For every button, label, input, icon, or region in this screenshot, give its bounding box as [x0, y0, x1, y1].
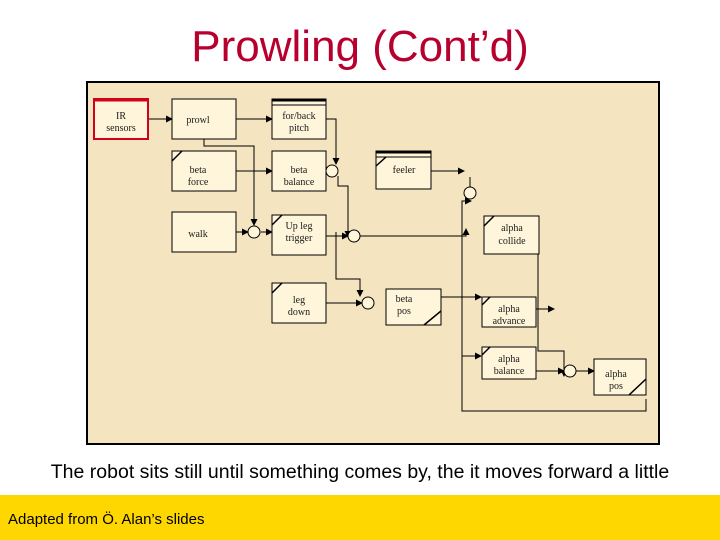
- node-label: down: [288, 307, 310, 318]
- slide-caption: The robot sits still until something com…: [50, 461, 670, 483]
- node-beta-pos: beta pos: [385, 288, 442, 326]
- node-label: sensors: [106, 123, 136, 134]
- node-alpha-balance: alpha balance: [481, 346, 537, 380]
- node-beta-force: beta force: [171, 150, 237, 192]
- suppressor-node: [361, 296, 375, 310]
- node-up-leg-trigger: Up leg trigger: [271, 214, 327, 256]
- footer-bar: Adapted from Ö. Alan’s slides: [0, 495, 720, 540]
- suppressor-node: [563, 364, 577, 378]
- diagram-panel: IR sensors prowl for/back pitch beta for…: [86, 81, 660, 445]
- node-label: balance: [494, 366, 525, 377]
- wire-alpha-pos-feedback: [461, 352, 647, 412]
- footer-credit: Adapted from Ö. Alan’s slides: [8, 511, 205, 528]
- suppressor-node: [325, 164, 339, 178]
- node-label: pos: [397, 306, 411, 317]
- suppressor-node: [463, 186, 477, 200]
- node-label: advance: [493, 316, 526, 327]
- wire-balance-loop: [337, 176, 352, 238]
- node-label: alpha: [498, 354, 520, 365]
- node-feeler: feeler: [375, 150, 432, 190]
- node-label: balance: [284, 177, 315, 188]
- node-label: force: [188, 177, 209, 188]
- panel-background: [86, 81, 660, 445]
- node-label: Up leg: [286, 221, 313, 232]
- node-label: walk: [188, 229, 207, 240]
- node-alpha-pos: alpha pos: [593, 358, 647, 396]
- node-label: trigger: [286, 233, 313, 244]
- node-walk: walk: [171, 211, 237, 253]
- wire-node-to-alpha-collide: [360, 228, 470, 237]
- wire-prowl-to-walk-suppressor: [203, 139, 258, 226]
- node-label: leg: [293, 295, 305, 306]
- node-label: prowl: [186, 115, 210, 126]
- wires: [148, 115, 647, 412]
- node-label: beta: [190, 165, 207, 176]
- node-label: pos: [609, 381, 623, 392]
- suppressor-node: [247, 225, 261, 239]
- wire-pitch-to-balance-suppressor: [326, 118, 340, 165]
- node-ir-sensors: IR sensors: [93, 98, 149, 140]
- suppressor-nodes: [247, 164, 577, 378]
- wire-upleg-to-legdown: [335, 232, 364, 297]
- wire-pos-to-collide-feedback: [461, 197, 472, 356]
- node-alpha-advance: alpha advance: [481, 296, 537, 328]
- node-label: collide: [498, 236, 526, 247]
- node-alpha-collide: alpha collide: [483, 215, 540, 255]
- node-label: beta: [291, 165, 308, 176]
- node-label: alpha: [501, 223, 523, 234]
- wire-collide-to-alpha-balance: [537, 231, 568, 377]
- node-label: pitch: [289, 123, 309, 134]
- suppressor-node: [347, 229, 361, 243]
- node-leg-down: leg down: [271, 282, 327, 324]
- node-label: for/back: [282, 111, 315, 122]
- node-for-back-pitch: for/back pitch: [271, 98, 327, 140]
- node-prowl: prowl: [171, 98, 237, 140]
- node-label: IR: [116, 111, 126, 122]
- node-label: feeler: [393, 165, 416, 176]
- node-beta-balance: beta balance: [271, 150, 327, 192]
- node-label: alpha: [605, 369, 627, 380]
- node-label: beta: [396, 294, 413, 305]
- node-label: alpha: [498, 304, 520, 315]
- slide-title: Prowling (Cont’d): [191, 22, 529, 71]
